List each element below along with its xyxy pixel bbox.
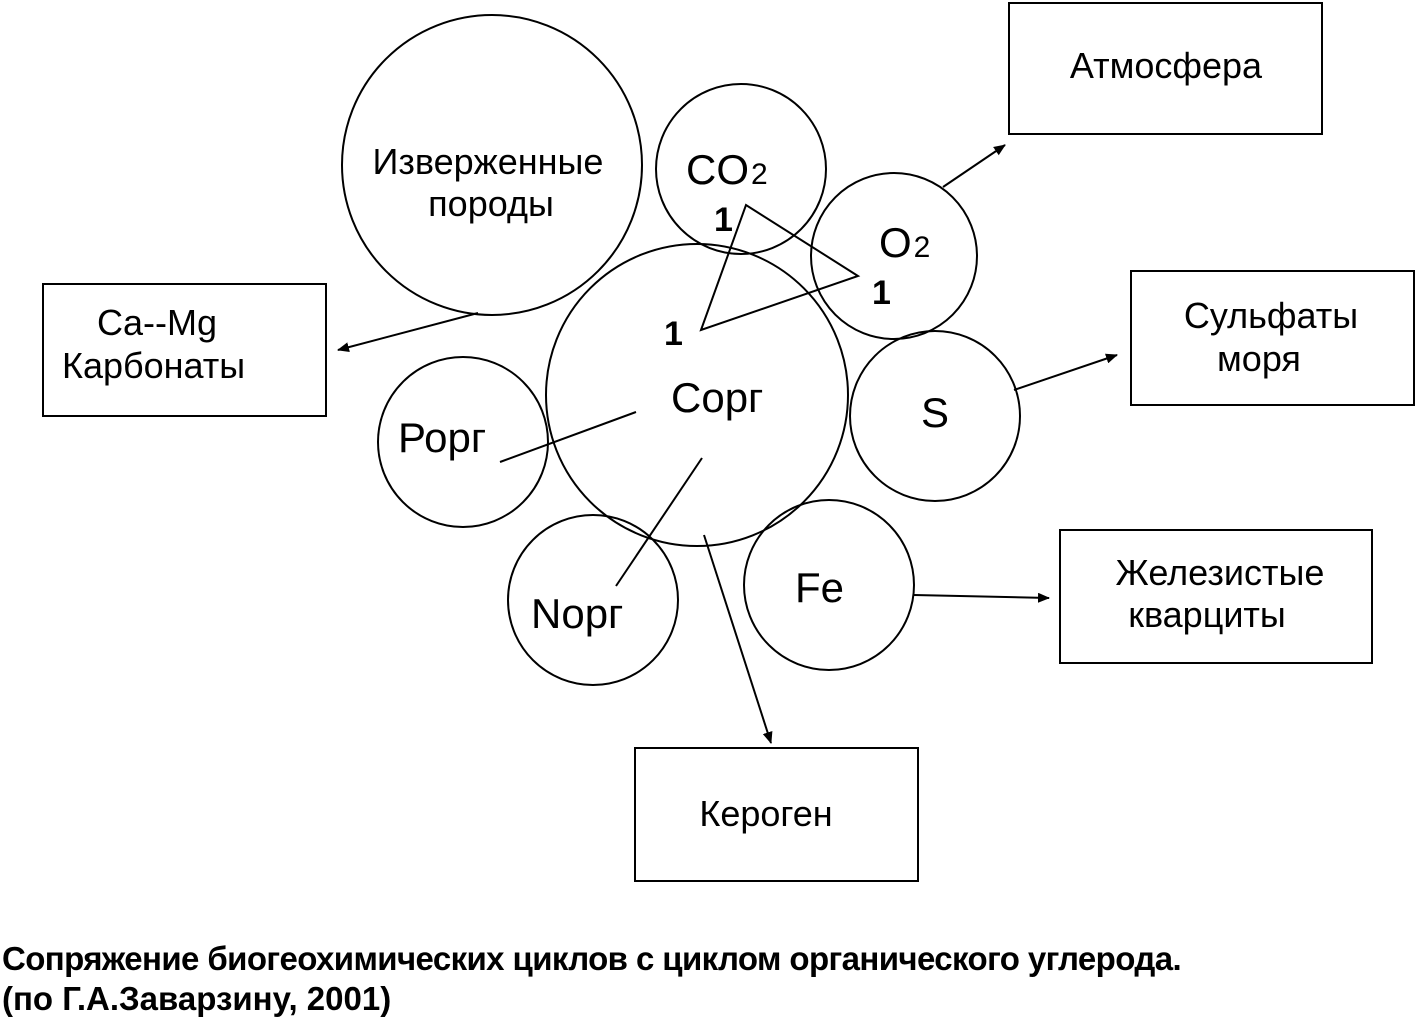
sulfates-label: Сульфаты моря [1184, 295, 1368, 379]
fe-circle [743, 499, 915, 671]
kerogen-arrow [703, 534, 773, 744]
sulfates-box [1130, 270, 1415, 406]
porg-circle [377, 356, 549, 528]
co2-circle [655, 83, 827, 255]
norg-label: Nорг [531, 590, 623, 637]
igneous-label: Изверженные породы [373, 141, 614, 224]
sulfates-arrow [1013, 353, 1118, 391]
biogeochemical-cycle-diagram: Изверженные породы CO2 O2 Сорг Рорг Nорг… [42, 2, 1415, 882]
igneous-rocks-circle [341, 14, 643, 316]
kerogen-label: Кероген [699, 793, 832, 834]
triangle-label-corg: 1 [664, 315, 683, 353]
porg-connector [499, 411, 637, 463]
corg-label: Сорг [671, 374, 763, 421]
o2-label: O2 [879, 219, 930, 266]
triangle-label-o2: 1 [872, 274, 891, 312]
co2-label: CO2 [686, 146, 768, 193]
cycle-triangle [699, 203, 861, 332]
s-label: S [921, 389, 949, 436]
iron-quartzites-box [1059, 529, 1373, 664]
fe-label: Fe [795, 564, 844, 611]
iron-quartzites-arrow [913, 592, 1050, 603]
carbonates-box [42, 283, 327, 417]
o2-circle [810, 172, 978, 340]
norg-circle [507, 514, 679, 686]
atmosphere-label: Атмосфера [1070, 45, 1263, 86]
figure-caption-source: (по Г.А.Заварзину, 2001) [2, 980, 392, 1017]
figure-caption: Сопряжение биогеохимических циклов с цик… [2, 940, 1182, 977]
iron-quartzites-label: Железистые кварциты [1116, 552, 1335, 635]
corg-circle [545, 243, 849, 547]
kerogen-box [634, 747, 919, 882]
carbonates-arrow [337, 312, 479, 353]
s-circle [849, 330, 1021, 502]
triangle-label-co2: 1 [714, 201, 733, 239]
carbonates-label: Ca--Mg Карбонаты [62, 302, 245, 386]
porg-label: Рорг [398, 414, 486, 461]
norg-connector [615, 457, 703, 587]
atmosphere-arrow [942, 144, 1006, 188]
atmosphere-box [1008, 2, 1323, 135]
